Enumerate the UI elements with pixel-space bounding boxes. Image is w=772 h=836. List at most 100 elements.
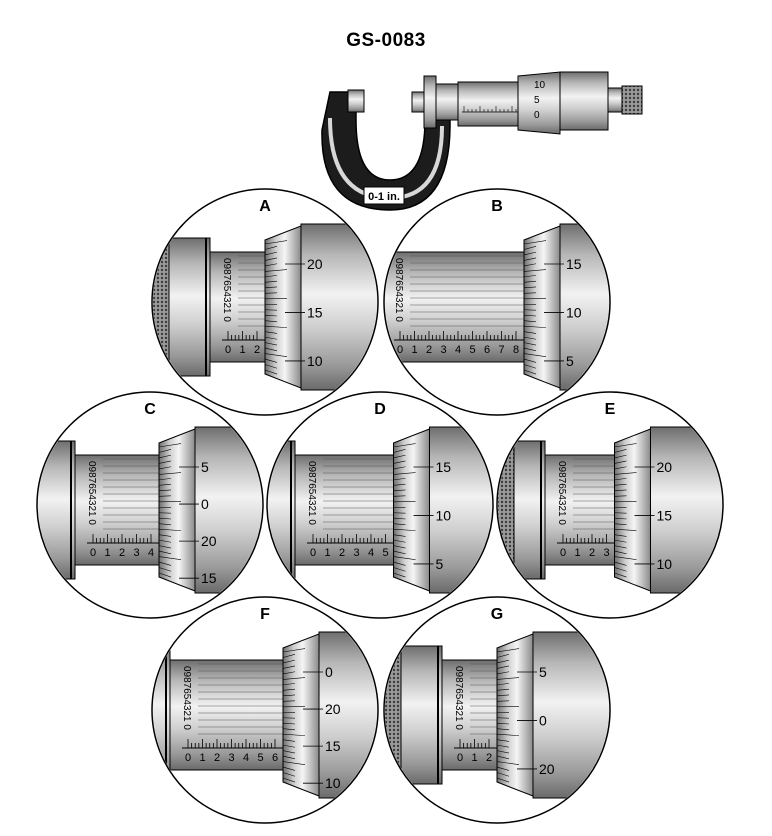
thimble-tick xyxy=(158,483,172,486)
thimble-tick xyxy=(496,772,510,777)
thimble-tick xyxy=(614,489,627,492)
panel-outline xyxy=(496,391,724,619)
thimble-tick xyxy=(158,556,182,560)
thimble-tick xyxy=(282,772,296,777)
thimble-number: 5 xyxy=(201,459,209,475)
thimble-tick xyxy=(264,280,278,283)
thimble-tick xyxy=(158,478,172,481)
thimble-tick xyxy=(614,534,627,537)
thimble-number: 10 xyxy=(307,353,323,369)
thimble-tick xyxy=(393,466,406,470)
thimble-tick xyxy=(282,739,296,742)
thimble-tick xyxy=(496,755,510,760)
thimble-number: 10 xyxy=(325,775,341,791)
sleeve-number: 4 xyxy=(148,547,154,559)
thimble-mark-5: 5 xyxy=(534,95,540,106)
thimble-tick xyxy=(393,443,416,448)
sleeve-number: 5 xyxy=(257,752,263,764)
sleeve xyxy=(294,454,404,566)
thimble-tick xyxy=(282,677,306,680)
thimble-tick xyxy=(264,353,288,357)
thimble-tick xyxy=(158,545,172,549)
thimble-tick xyxy=(393,483,406,486)
thimble-number: 5 xyxy=(436,556,444,572)
thimble-tick xyxy=(496,688,510,691)
thimble-number: 5 xyxy=(566,353,574,369)
thimble-tick xyxy=(496,750,510,754)
thimble-tick xyxy=(496,722,510,725)
thimble-number: 10 xyxy=(436,507,452,523)
panel-outline xyxy=(151,188,379,416)
sleeve-number: 1 xyxy=(324,547,330,559)
thimble-tick xyxy=(282,766,296,771)
sleeve-number: 5 xyxy=(382,547,388,559)
micrometer-frame xyxy=(321,91,451,211)
thimble-tick xyxy=(496,677,520,680)
frame-label-box xyxy=(363,186,405,205)
thimble-tick xyxy=(264,269,288,272)
sleeve xyxy=(74,454,170,566)
thimble-number: 20 xyxy=(201,533,217,549)
sleeve-number: 4 xyxy=(243,752,249,764)
sleeve xyxy=(544,454,625,566)
thimble-tick xyxy=(282,744,296,748)
sleeve-number: 0 xyxy=(185,752,191,764)
thimble-tick xyxy=(264,336,278,340)
thimble-tick xyxy=(264,347,278,352)
thimble-tick xyxy=(158,495,172,497)
thimble-tick xyxy=(393,561,406,566)
thimble-number: 0 xyxy=(539,712,547,728)
sleeve xyxy=(385,251,535,363)
thimble-tick xyxy=(523,314,537,317)
lock-ring-knurl xyxy=(153,229,170,385)
thimble-tick xyxy=(496,728,510,731)
sleeve-number: 3 xyxy=(353,547,359,559)
thimble-number: 15 xyxy=(325,738,341,754)
sleeve-number: 8 xyxy=(513,344,519,356)
thimble-tick xyxy=(158,561,172,566)
thimble-tick xyxy=(393,449,406,453)
thimble-tick xyxy=(614,545,627,549)
thimble-tick xyxy=(496,648,520,653)
spindle xyxy=(411,91,425,113)
thimble-tick xyxy=(523,336,537,340)
sleeve-number: 2 xyxy=(486,752,492,764)
panel-label: A xyxy=(259,198,271,215)
thimble-tick xyxy=(158,472,182,475)
thimble-tick xyxy=(158,454,172,459)
panel-outline xyxy=(151,596,379,824)
sleeve-number: 5 xyxy=(469,344,475,356)
thimble-tick xyxy=(158,523,172,526)
thimble-tick xyxy=(614,561,627,566)
thimble-tick xyxy=(393,528,416,531)
thimble-tick xyxy=(393,567,406,572)
thimble-tick xyxy=(393,523,406,526)
thimble-tick xyxy=(614,478,627,481)
thimble-tick xyxy=(614,495,627,497)
anvil xyxy=(347,89,365,113)
thimble-tick xyxy=(523,369,537,375)
thimble-tick xyxy=(393,460,406,464)
sleeve-number: 1 xyxy=(199,752,205,764)
thimble-tick xyxy=(523,320,537,323)
thimble-tick xyxy=(523,342,537,346)
thimble-tick xyxy=(264,358,278,363)
sleeve-number: 0 xyxy=(457,752,463,764)
panel-label: G xyxy=(491,606,503,623)
thimble-number: 20 xyxy=(307,256,323,272)
thimble-tick xyxy=(158,460,172,464)
thimble-tick xyxy=(523,347,537,352)
thimble-tick xyxy=(282,700,296,702)
thimble-number: 15 xyxy=(307,304,323,320)
panel-outline xyxy=(383,596,611,824)
vernier-digits: 0987654321 0 xyxy=(393,258,404,322)
thimble-tick xyxy=(496,665,510,669)
thimble-tick xyxy=(264,364,278,369)
thimble-tick xyxy=(614,517,627,520)
thimble-tick xyxy=(393,489,406,492)
thimble-tick xyxy=(282,683,296,686)
sleeve-number: 4 xyxy=(368,547,374,559)
sleeve-number: 7 xyxy=(498,344,504,356)
